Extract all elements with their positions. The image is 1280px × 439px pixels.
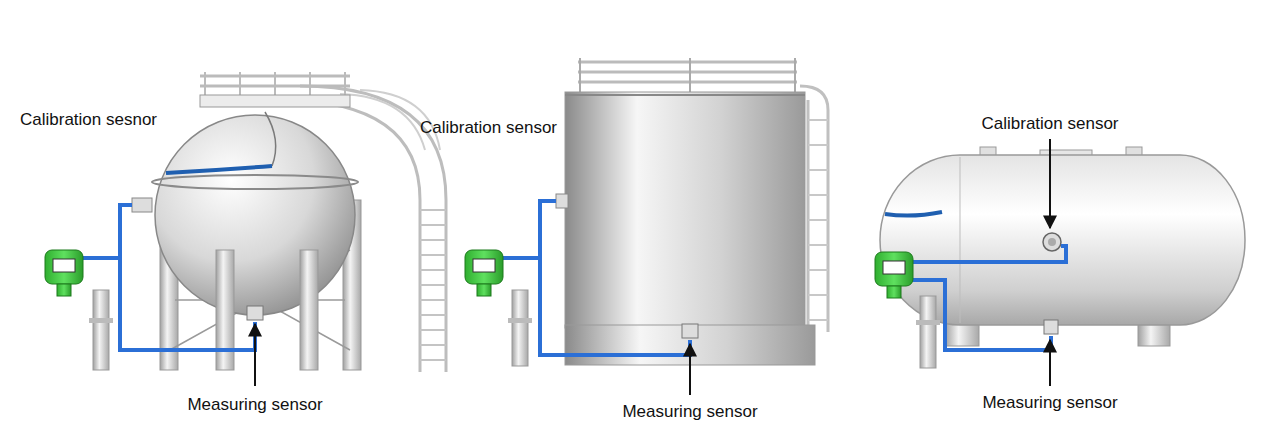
calibration-nozzle bbox=[556, 194, 568, 208]
ladder-rungs bbox=[808, 120, 828, 320]
sensor-label: Calibration sensor bbox=[981, 114, 1118, 134]
transmitter-display bbox=[883, 261, 905, 274]
label-holder: Calibration sensor bbox=[981, 114, 1118, 134]
sensor-label: Calibration sensor bbox=[420, 118, 557, 138]
sensor-label: Calibration sesnor bbox=[20, 110, 157, 130]
guard-rail bbox=[578, 62, 797, 82]
sphere-shell bbox=[155, 115, 355, 315]
head-seam bbox=[960, 157, 961, 323]
signal-cable bbox=[120, 205, 255, 350]
ladder-rungs bbox=[420, 210, 446, 360]
measuring-nozzle bbox=[247, 306, 263, 320]
post-clamp bbox=[508, 318, 532, 323]
post-clamp bbox=[89, 318, 113, 323]
cylinder-shell bbox=[565, 92, 805, 328]
transmitter-neck bbox=[57, 284, 71, 296]
sensor-label: Measuring sensor bbox=[187, 395, 322, 415]
leader-arrow bbox=[1049, 139, 1051, 228]
label-holder: Measuring sensor bbox=[187, 395, 322, 415]
mounting-post bbox=[920, 296, 936, 368]
sensor-label: Measuring sensor bbox=[982, 393, 1117, 413]
equator-band bbox=[152, 175, 358, 189]
label-holder: Measuring sensor bbox=[622, 402, 757, 422]
cutaway-edge bbox=[265, 112, 276, 166]
mounting-post bbox=[512, 290, 528, 366]
rail-post bbox=[580, 58, 795, 94]
liquid-level bbox=[885, 212, 942, 216]
roof-edge bbox=[565, 94, 805, 96]
top-platform bbox=[200, 95, 350, 107]
sensor-label: Measuring sensor bbox=[622, 402, 757, 422]
signal-cable bbox=[912, 246, 1066, 262]
transmitter-neck bbox=[477, 284, 491, 296]
nozzle-bore bbox=[1048, 238, 1056, 246]
horizontal-tank bbox=[875, 139, 1245, 386]
leader-arrow bbox=[689, 344, 691, 395]
transmitter bbox=[465, 250, 503, 296]
transmitter-neck bbox=[887, 286, 901, 298]
measuring-nozzle bbox=[682, 324, 698, 338]
transmitter bbox=[45, 250, 83, 296]
leader-arrow bbox=[1049, 340, 1051, 386]
transmitter-display bbox=[53, 259, 75, 272]
transmitter-housing bbox=[465, 250, 503, 284]
signal-cable bbox=[540, 201, 690, 355]
signal-cable bbox=[502, 256, 540, 260]
label-holder: Measuring sensor bbox=[982, 393, 1117, 413]
transmitter-housing bbox=[875, 252, 913, 286]
transmitter bbox=[875, 252, 913, 298]
calibration-nozzle bbox=[132, 198, 152, 212]
tank-leg bbox=[300, 250, 318, 370]
leader-arrow bbox=[254, 324, 256, 386]
signal-cable bbox=[82, 256, 120, 260]
transmitter-housing bbox=[45, 250, 83, 284]
post-clamp bbox=[916, 320, 940, 325]
label-holder: Calibration sensor bbox=[420, 118, 557, 138]
calibration-nozzle bbox=[1043, 233, 1061, 251]
measuring-nozzle bbox=[1044, 320, 1058, 334]
mounting-post bbox=[93, 290, 109, 370]
label-holder: Calibration sesnor bbox=[20, 110, 157, 130]
liquid-level bbox=[166, 166, 272, 173]
transmitter-display bbox=[473, 259, 495, 272]
vertical-tank bbox=[465, 58, 828, 395]
